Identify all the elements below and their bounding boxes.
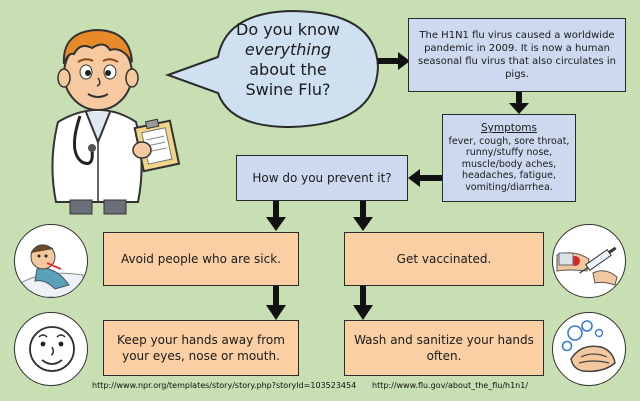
vaccinate-text: Get vaccinated. [396,252,492,266]
source-link-npr[interactable]: http://www.npr.org/templates/story/story… [92,381,357,390]
symptom-line: vomiting/diarrhea. [465,181,553,193]
wash-hands-box: Wash and sanitize your hands often. [344,320,544,376]
hands-away-text: Keep your hands away from your eyes, nos… [117,333,285,363]
intro-box: The H1N1 flu virus caused a worldwide pa… [408,18,626,92]
symptom-line: muscle/body aches, [461,158,557,170]
arrow-down-icon [266,201,286,231]
intro-text: The H1N1 flu virus caused a worldwide pa… [418,30,616,80]
handwashing-circle [552,312,626,386]
avoid-sick-box: Avoid people who are sick. [103,232,299,286]
doctor-illustration [51,28,181,215]
symptom-line: headaches, fatigue, [461,170,557,181]
arrow-right-icon [378,52,410,70]
wash-hands-text: Wash and sanitize your hands often. [354,333,534,363]
sick-person-icon [18,244,84,297]
hands-away-box: Keep your hands away from your eyes, nos… [103,320,299,376]
arrow-down-icon [353,286,373,320]
symptoms-heading: Symptoms [480,122,537,134]
bubble-line-3: about the [249,60,327,79]
vaccination-circle [552,224,626,298]
prevent-question-box: How do you prevent it? [236,155,408,201]
speech-bubble [165,9,380,129]
bubble-line-1: Do you know [236,20,340,39]
bubble-line-2: everything [244,40,332,59]
arrow-down-icon [509,92,529,114]
avoid-sick-text: Avoid people who are sick. [121,252,281,266]
source-link-flugov[interactable]: http://www.flu.gov/about_the_flu/h1n1/ [372,381,529,390]
handwashing-icon [561,320,616,373]
sick-person-circle [14,224,88,298]
syringe-icon [556,246,618,286]
symptom-line: fever, cough, sore throat, [448,135,570,147]
arrow-down-icon [266,286,286,320]
vaccinate-box: Get vaccinated. [344,232,544,286]
face-circle [14,312,88,386]
arrow-left-icon [408,169,442,187]
speech-bubble-text: Do you know everything about the Swine F… [222,20,354,100]
prevent-question: How do you prevent it? [252,171,392,185]
symptom-line: runny/stuffy nose, [465,147,553,158]
bubble-line-4: Swine Flu? [245,80,331,99]
face-icon [29,326,75,372]
symptoms-box: Symptoms fever, cough, sore throat, runn… [442,114,576,202]
arrow-down-icon [353,201,373,231]
